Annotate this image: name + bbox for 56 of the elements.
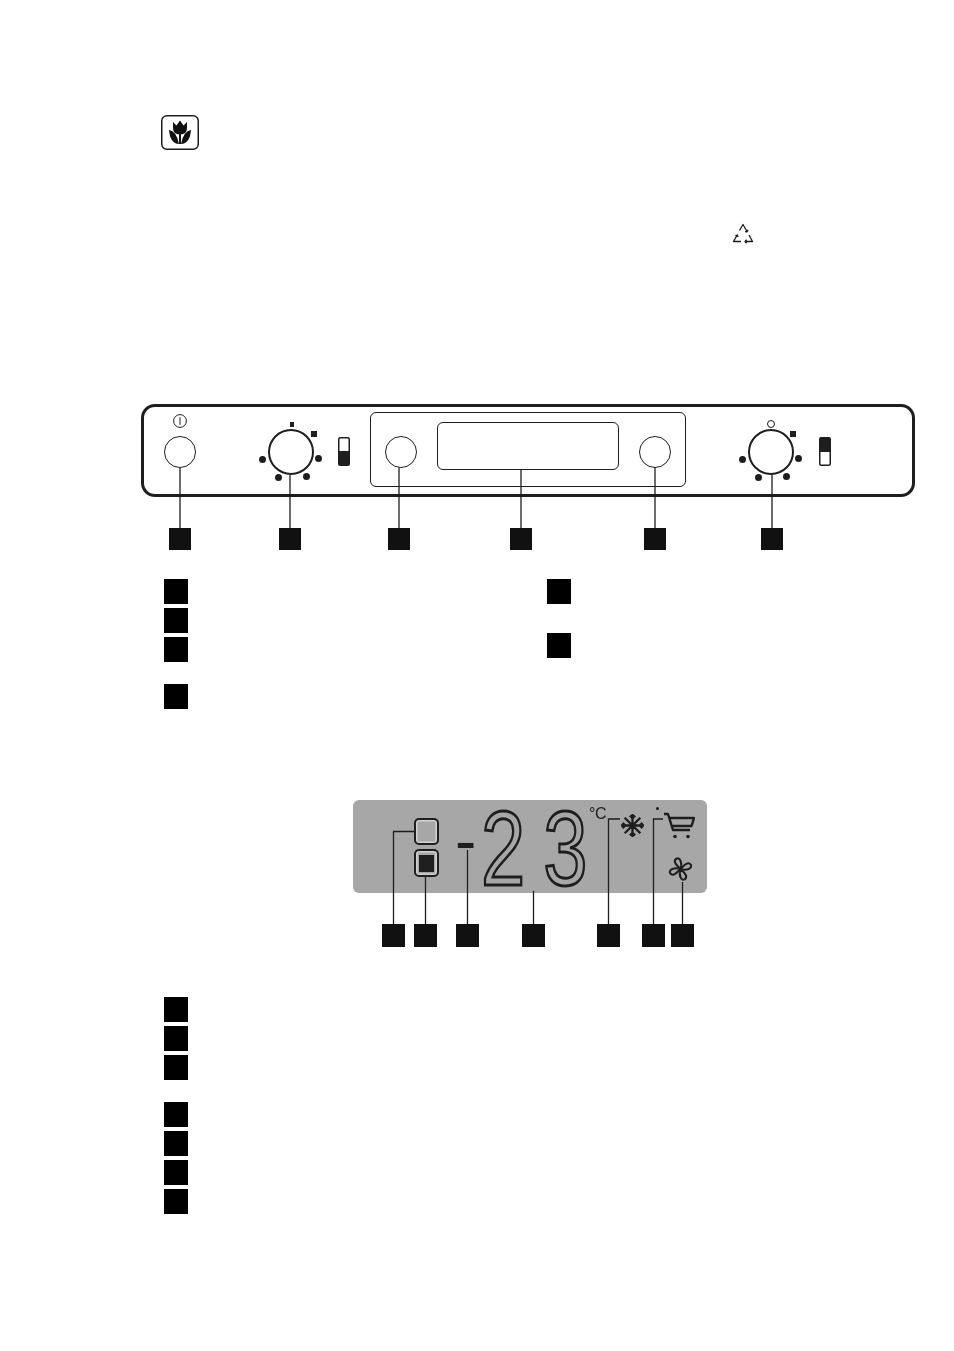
key-marker bbox=[547, 633, 571, 658]
leader-line bbox=[652, 818, 664, 925]
leader-line bbox=[681, 881, 684, 925]
leader-line bbox=[398, 466, 400, 529]
display-button bbox=[638, 435, 671, 468]
key-marker bbox=[164, 1160, 188, 1185]
cart-icon bbox=[663, 811, 695, 840]
callout-marker bbox=[279, 528, 301, 550]
leader-line bbox=[466, 849, 469, 925]
callout-marker bbox=[414, 924, 437, 947]
temperature-knob bbox=[748, 429, 794, 475]
leader-line bbox=[392, 830, 415, 925]
temperature-digits: 23 bbox=[481, 806, 588, 891]
key-marker bbox=[164, 684, 188, 709]
leader-line bbox=[520, 468, 522, 529]
temperature-knob bbox=[268, 429, 314, 475]
leader-line bbox=[771, 474, 773, 529]
callout-marker bbox=[510, 528, 532, 550]
leader-line bbox=[424, 876, 427, 925]
display-button bbox=[384, 435, 417, 468]
fan-icon bbox=[668, 856, 693, 882]
leader-line bbox=[654, 466, 656, 529]
callout-marker bbox=[671, 924, 694, 947]
leader-line bbox=[179, 467, 181, 529]
display-frame bbox=[370, 412, 686, 487]
leader-line bbox=[532, 890, 535, 925]
unit-label: °C bbox=[589, 806, 606, 822]
snowflake-icon bbox=[620, 813, 645, 838]
callout-marker bbox=[522, 924, 545, 947]
display-window bbox=[436, 421, 619, 470]
key-marker bbox=[164, 1026, 188, 1051]
compartment-indicator bbox=[414, 849, 439, 877]
key-marker bbox=[164, 637, 188, 662]
callout-marker bbox=[382, 924, 405, 947]
power-button bbox=[164, 436, 196, 468]
minus-sign: - bbox=[455, 832, 477, 850]
callout-marker bbox=[169, 528, 191, 550]
callout-marker bbox=[388, 528, 410, 550]
lcd-display bbox=[353, 800, 707, 893]
key-marker bbox=[164, 608, 188, 633]
key-marker bbox=[164, 1102, 188, 1127]
key-marker bbox=[164, 997, 188, 1022]
key-marker bbox=[164, 1131, 188, 1156]
key-marker bbox=[164, 1189, 188, 1214]
compartment-indicator bbox=[414, 818, 439, 845]
callout-marker bbox=[456, 924, 479, 947]
callout-marker bbox=[642, 924, 665, 947]
key-marker bbox=[164, 1055, 188, 1080]
callout-marker bbox=[761, 528, 783, 550]
callout-marker bbox=[597, 924, 620, 947]
key-marker bbox=[547, 579, 571, 604]
leader-line bbox=[289, 474, 291, 529]
callout-marker bbox=[644, 528, 666, 550]
leader-line bbox=[607, 818, 621, 925]
control-panel bbox=[141, 404, 915, 497]
key-marker bbox=[164, 579, 188, 604]
